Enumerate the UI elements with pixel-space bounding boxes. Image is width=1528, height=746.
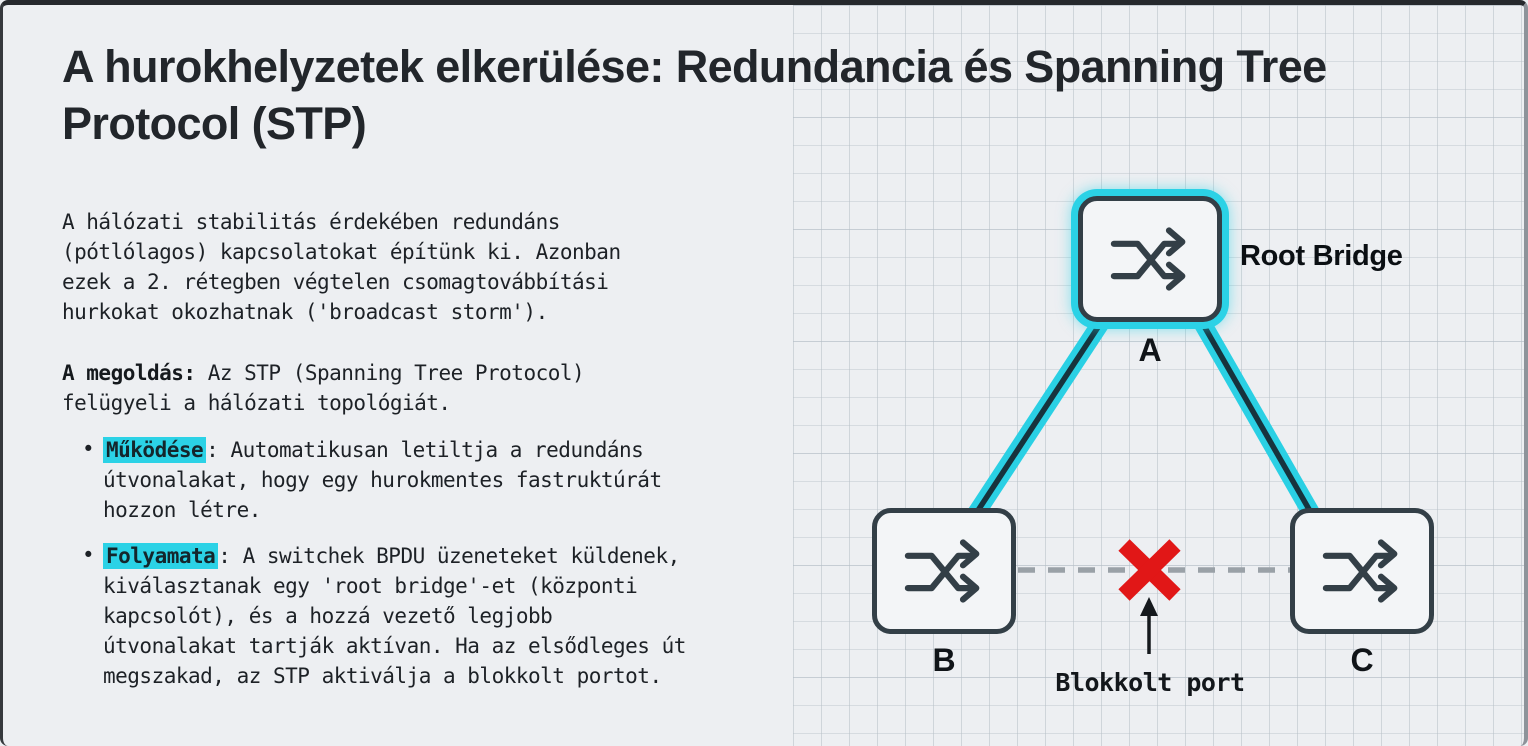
link-a-b-core [972, 310, 1111, 517]
node-label-b: B [932, 642, 956, 678]
switch-icon [904, 539, 980, 603]
link-a-c-core [1193, 310, 1317, 520]
solution-paragraph: A megoldás: Az STP (Spanning Tree Protoc… [62, 358, 652, 418]
list-item-folyamata: Folyamata: A switchek BPDU üzeneteket kü… [62, 540, 691, 691]
highlight-term: Folyamata [103, 543, 219, 569]
intro-paragraph: A hálózati stabilitás érdekében redundán… [62, 210, 621, 324]
switch-a-root-bridge [1078, 196, 1222, 322]
bullet-text: : A switchek BPDU üzeneteket küldenek, k… [103, 544, 686, 688]
switch-icon [1322, 539, 1398, 603]
blocked-port-label: Blokkolt port [1055, 668, 1245, 697]
highlight-term: Működése [103, 437, 207, 463]
switch-b [872, 508, 1016, 634]
solution-label: A megoldás: [62, 361, 196, 385]
bullet-list: Működése: Automatikusan letiltja a redun… [62, 434, 742, 691]
list-item-mukodese: Működése: Automatikusan letiltja a redun… [62, 434, 691, 525]
root-bridge-label: Root Bridge [1240, 240, 1403, 272]
page-title: A hurokhelyzetek elkerülése: Redundancia… [62, 41, 1327, 149]
text-column: A hálózati stabilitás érdekében redundán… [62, 207, 742, 707]
switch-c [1290, 508, 1434, 634]
node-label-a: A [1138, 332, 1162, 368]
solution-text: Az STP (Spanning Tree Protocol) felügyel… [62, 361, 585, 415]
pointer-arrow-head [1140, 597, 1158, 616]
switch-icon [1110, 227, 1186, 291]
bullet-text: : Automatikusan letiltja a redundáns útv… [103, 438, 662, 522]
blocked-x-icon [1118, 539, 1181, 601]
node-label-c: C [1350, 642, 1374, 678]
